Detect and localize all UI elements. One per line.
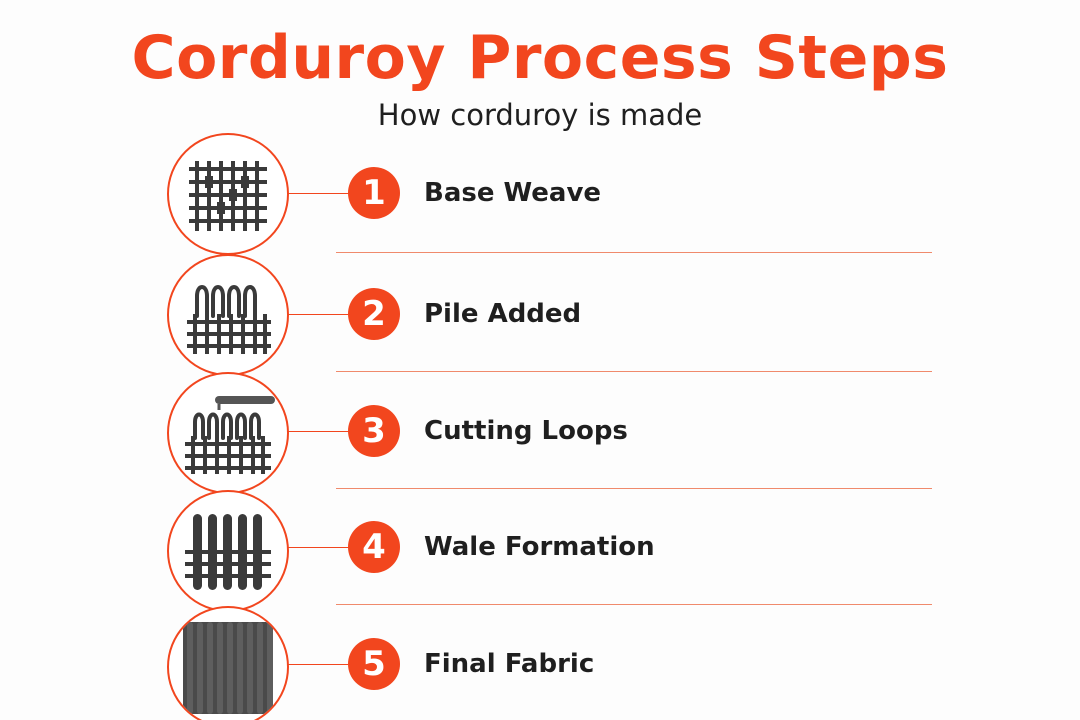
step-1: 1 Base Weave: [0, 133, 1080, 255]
step-number-badge: 1: [348, 167, 400, 219]
divider: [336, 252, 932, 253]
step-label: Pile Added: [424, 299, 582, 329]
divider: [336, 604, 932, 605]
connector-line: [287, 314, 349, 315]
cutting-loops-icon: [167, 372, 289, 494]
step-label: Final Fabric: [424, 649, 595, 679]
corduroy-fabric-icon: [167, 606, 289, 720]
base-weave-icon: [167, 133, 289, 255]
step-label: Cutting Loops: [424, 416, 628, 446]
step-5: 5 Final Fabric: [0, 606, 1080, 720]
connector-line: [287, 664, 349, 665]
step-3: 3 Cutting Loops: [0, 372, 1080, 494]
page-subtitle: How corduroy is made: [377, 98, 703, 132]
step-number-badge: 5: [348, 638, 400, 690]
step-number-badge: 2: [348, 288, 400, 340]
step-number-badge: 3: [348, 405, 400, 457]
divider: [336, 488, 932, 489]
step-label: Wale Formation: [424, 532, 655, 562]
step-label: Base Weave: [424, 178, 602, 208]
pile-loops-icon: [167, 254, 289, 376]
wale-ribs-icon: [167, 490, 289, 612]
divider: [336, 371, 932, 372]
step-2: 2 Pile Added: [0, 254, 1080, 376]
step-4: 4 Wale Formation: [0, 490, 1080, 612]
page-title: Corduroy Process Steps: [131, 23, 949, 93]
connector-line: [287, 193, 349, 194]
connector-line: [287, 431, 349, 432]
step-number-badge: 4: [348, 521, 400, 573]
connector-line: [287, 547, 349, 548]
